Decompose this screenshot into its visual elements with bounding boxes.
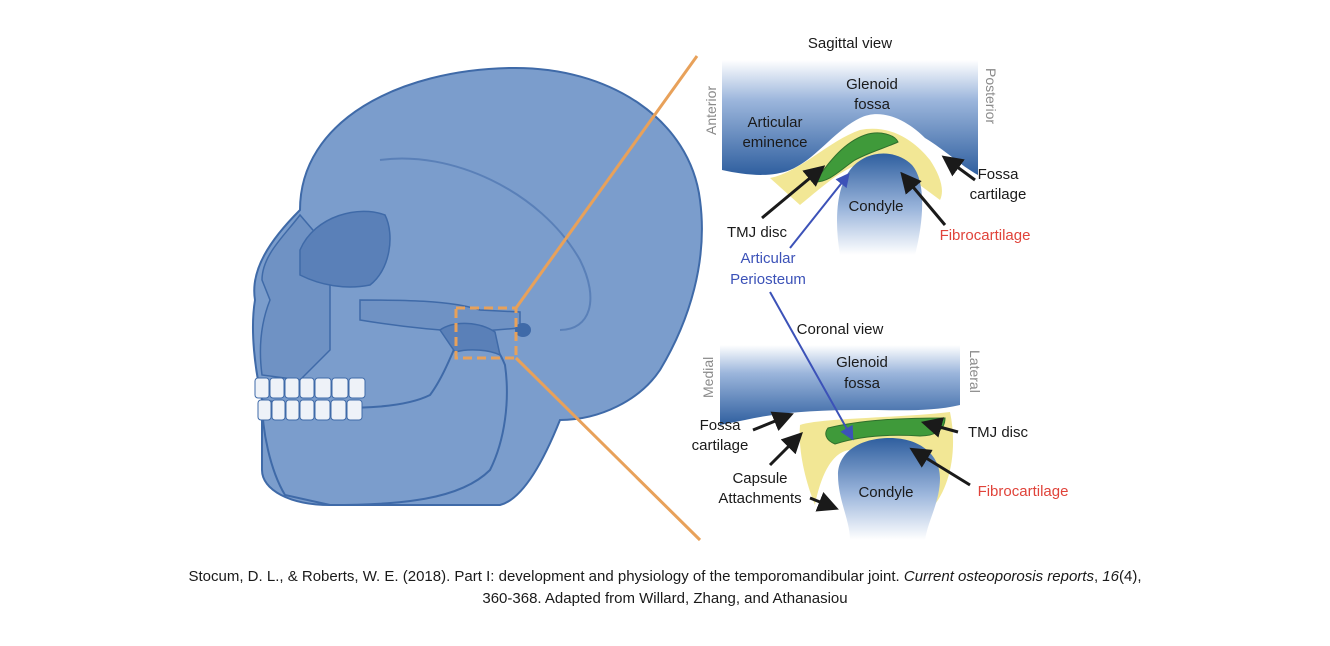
sagittal-tmj-disc-label: TMJ disc <box>727 224 788 241</box>
sagittal-arrow-fibrocartilage <box>900 171 947 226</box>
coronal-arrow-fossa-cartilage <box>752 411 794 432</box>
sagittal-posterior-label: Posterior <box>983 68 999 124</box>
citation-line-1: Stocum, D. L., & Roberts, W. E. (2018). … <box>0 566 1330 588</box>
sagittal-arrow-fossa-cartilage <box>941 155 976 182</box>
sagittal-fossa-cartilage-1: Fossa <box>978 166 1020 183</box>
sagittal-anterior-label: Anterior <box>703 86 719 135</box>
coronal-medial-label: Medial <box>700 357 716 398</box>
sagittal-glenoid-fossa-1: Glenoid <box>846 76 898 93</box>
coronal-condyle-label: Condyle <box>858 484 913 501</box>
coronal-lateral-label: Lateral <box>967 350 983 393</box>
skull-illustration <box>251 66 703 507</box>
sagittal-glenoid-fossa-2: fossa <box>854 96 891 113</box>
sagittal-view: Sagittal view Anterior Posterior Articul… <box>703 35 1030 288</box>
citation-authors: Stocum, D. L., & Roberts, W. E. (2018). … <box>188 568 904 585</box>
sagittal-fibrocartilage-label: Fibrocartilage <box>940 227 1031 244</box>
zygomatic-arch <box>359 299 521 333</box>
coronal-glenoid-fossa-2: fossa <box>844 375 881 392</box>
coronal-capsule-1: Capsule <box>732 470 787 487</box>
coronal-arrow-disc <box>920 417 959 438</box>
sagittal-periosteum-2: Periosteum <box>730 271 806 288</box>
coronal-capsule-2: Attachments <box>718 490 801 507</box>
mandible <box>260 323 508 507</box>
tmj-figure: Sagittal view Anterior Posterior Articul… <box>251 35 1069 542</box>
coronal-glenoid-fossa-1: Glenoid <box>836 354 888 371</box>
callout-line-top <box>514 55 699 309</box>
callout-line-bottom <box>514 356 702 542</box>
citation-issue: (4), <box>1118 568 1142 585</box>
citation-line-2: 360-368. Adapted from Willard, Zhang, an… <box>482 590 848 607</box>
sagittal-arrow-periosteum <box>789 172 850 249</box>
citation-journal: Current osteoporosis reports <box>903 568 1094 585</box>
periosteum-arrow-to-coronal <box>769 291 854 441</box>
sagittal-tmj-disc <box>814 132 899 183</box>
ear-canal <box>515 323 531 337</box>
figure-canvas: Sagittal view Anterior Posterior Articul… <box>251 35 1069 542</box>
coronal-arrow-capsule-2 <box>809 492 839 512</box>
coronal-arrow-capsule <box>768 432 803 467</box>
temporal-line <box>379 157 592 331</box>
citation: Stocum, D. L., & Roberts, W. E. (2018). … <box>0 566 1330 610</box>
callout-box <box>454 306 518 360</box>
sagittal-articular-eminence-2: eminence <box>742 134 807 151</box>
sagittal-arrow-disc <box>761 165 826 220</box>
sagittal-periosteum-1: Articular <box>740 250 795 267</box>
sagittal-fossa <box>722 60 978 175</box>
coronal-fibrocartilage-label: Fibrocartilage <box>978 483 1069 500</box>
upper-teeth <box>254 377 366 399</box>
citation-volume: 16 <box>1102 568 1119 585</box>
coronal-fossa-cartilage-2: cartilage <box>692 437 749 454</box>
coronal-fossa-cartilage-1: Fossa <box>700 417 742 434</box>
sagittal-title: Sagittal view <box>808 35 892 52</box>
sagittal-fossa-cartilage-2: cartilage <box>970 186 1027 203</box>
coronal-tmj-disc <box>825 417 946 445</box>
coronal-title: Coronal view <box>797 321 884 338</box>
sagittal-condyle-label: Condyle <box>848 198 903 215</box>
sagittal-articular-eminence-1: Articular <box>747 114 802 131</box>
orbit <box>299 210 391 288</box>
coronal-fossa <box>720 345 960 425</box>
coronal-arrow-fibrocartilage <box>909 447 971 487</box>
citation-sep: , <box>1093 568 1103 585</box>
coronal-view: Coronal view Medial Lateral Glenoid foss… <box>692 321 1069 540</box>
lower-teeth <box>257 399 363 421</box>
coronal-tmj-disc-label: TMJ disc <box>968 424 1029 441</box>
